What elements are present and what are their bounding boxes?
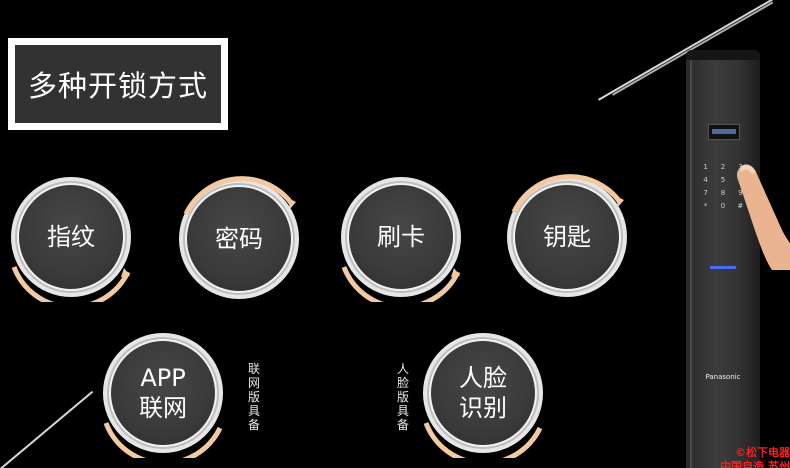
feature-password: 密码	[174, 174, 304, 304]
feature-label: 密码	[215, 225, 263, 253]
keypad-key: 2	[720, 163, 726, 171]
feature-label: 指纹	[47, 223, 95, 251]
decor-line	[0, 390, 94, 468]
feature-label: 联网	[139, 394, 187, 422]
title-box: 多种开锁方式	[15, 45, 221, 123]
feature-label: 刷卡	[377, 223, 425, 251]
feature-card: 刷卡	[336, 172, 466, 302]
feature-fingerprint: 指纹	[6, 172, 136, 302]
keypad-key: 5	[720, 176, 726, 184]
app-version-note: 联网版具备	[247, 362, 260, 432]
keypad-key: 3	[738, 163, 743, 171]
keypad-key: 8	[720, 189, 726, 197]
keypad-key: 0	[720, 202, 726, 210]
lock-brand: Panasonic	[705, 373, 741, 381]
lock-led	[710, 266, 736, 269]
feature-disc: 指纹	[19, 185, 123, 289]
feature-disc: APP 联网	[111, 341, 215, 445]
keypad-key: 9	[738, 189, 743, 197]
finger-image	[736, 164, 790, 270]
title-frame: 多种开锁方式	[8, 38, 228, 130]
keypad-key: 1	[703, 163, 708, 171]
feature-disc: 密码	[187, 187, 291, 291]
keypad-key: 4	[703, 176, 708, 184]
feature-key: 钥匙	[502, 172, 632, 302]
feature-disc: 刷卡	[349, 185, 453, 289]
feature-face: 人脸 识别	[418, 328, 548, 458]
feature-label: 人脸	[459, 364, 507, 392]
feature-label: 识别	[459, 394, 507, 422]
smart-lock-image: 123456789*0# Panasonic	[686, 50, 760, 468]
keypad-key: #	[737, 202, 744, 210]
keypad-key: 7	[703, 189, 708, 197]
lock-display	[708, 124, 740, 140]
feature-disc: 人脸 识别	[431, 341, 535, 445]
feature-disc: 钥匙	[515, 185, 619, 289]
keypad-key: *	[703, 202, 708, 210]
feature-label: 钥匙	[543, 223, 591, 251]
watermark-text-2: 中国自造 苏州	[720, 460, 790, 468]
watermark-text: ©松下电器	[735, 446, 790, 459]
face-version-note: 人脸版具备	[396, 362, 409, 432]
page-title: 多种开锁方式	[27, 69, 208, 103]
feature-app: APP 联网	[98, 328, 228, 458]
feature-label: APP	[140, 364, 186, 392]
